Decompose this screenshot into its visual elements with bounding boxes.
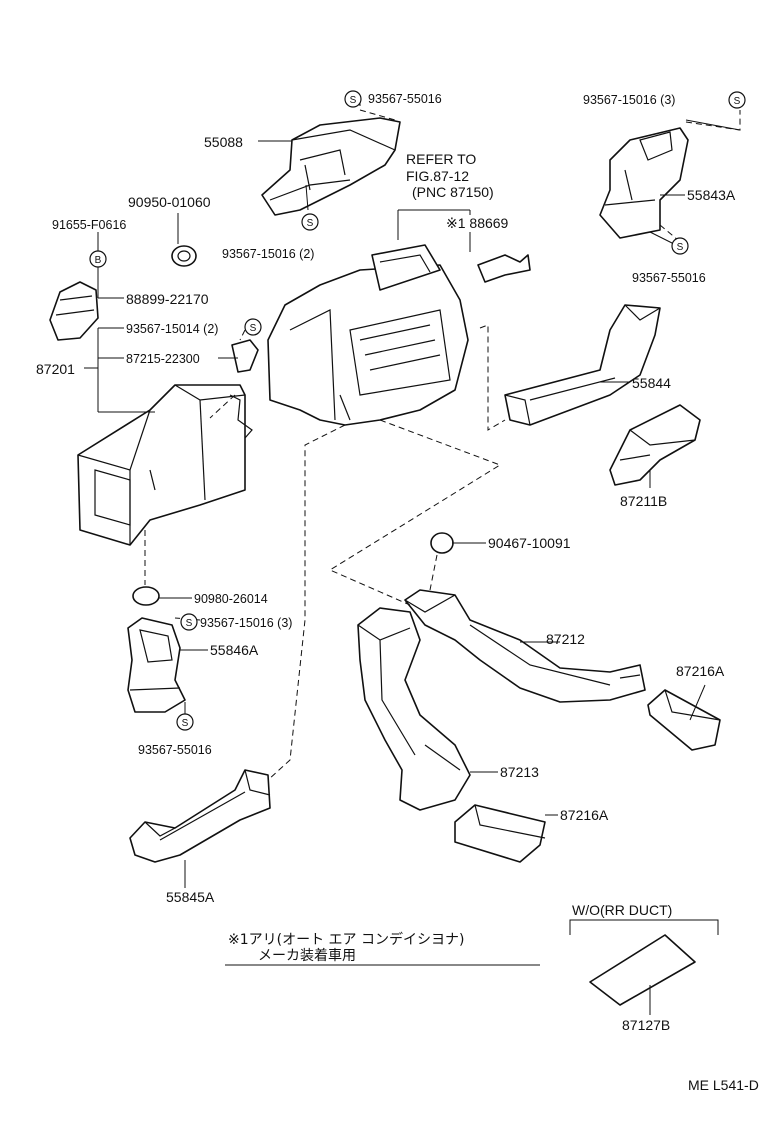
duct-55845A xyxy=(129,769,271,863)
label-91655-F0616: 91655-F0616 xyxy=(52,218,126,232)
svg-text:B: B xyxy=(95,255,102,266)
label-87215-22300: 87215-22300 xyxy=(126,352,200,366)
label-wo-rr-duct: W/O(RR DUCT) xyxy=(572,902,672,918)
label-90980-26014: 90980-26014 xyxy=(194,592,268,606)
label-55088: 55088 xyxy=(204,134,243,150)
label-refer-to: REFER TO xyxy=(406,151,476,167)
b-symbol: B xyxy=(89,250,107,268)
label-93567-15016-2: 93567-15016 (2) xyxy=(222,247,314,261)
label-55844: 55844 xyxy=(632,375,671,391)
label-refer-fig: FIG.87-12 xyxy=(406,168,469,184)
grommet-90950 xyxy=(171,245,197,267)
duct-55846A xyxy=(127,617,186,713)
label-93567-15016-3-tr: 93567-15016 (3) xyxy=(583,93,675,107)
label-93567-15016-3-left: 93567-15016 (3) xyxy=(200,616,292,630)
label-87211B: 87211B xyxy=(620,493,667,509)
s-symbol-6: S xyxy=(180,613,198,631)
label-93567-15014-2: 93567-15014 (2) xyxy=(126,322,218,336)
label-87216A-right: 87216A xyxy=(676,663,725,679)
part-labels: 93567-55016 55088 90950-01060 91655-F061… xyxy=(36,92,759,1093)
label-90950-01060: 90950-01060 xyxy=(128,194,211,210)
duct-55844 xyxy=(504,304,661,426)
s-symbol-7: S xyxy=(176,713,194,731)
svg-text:S: S xyxy=(250,323,257,334)
label-87212: 87212 xyxy=(546,631,585,647)
label-87127B: 87127B xyxy=(622,1017,670,1033)
label-88669: ※1 88669 xyxy=(446,215,509,231)
note-line-1: ※1アリ(オート エア コンデイシヨナ) xyxy=(228,931,464,948)
duct-87213 xyxy=(357,607,471,811)
svg-text:S: S xyxy=(677,242,684,253)
bracket-87215 xyxy=(229,339,259,439)
label-93567-55016-tr: 93567-55016 xyxy=(632,271,706,285)
hose-88669 xyxy=(477,254,531,283)
s-symbol-1: S xyxy=(344,90,362,108)
label-93567-55016-top: 93567-55016 xyxy=(368,92,442,106)
note-line-2: メーカ装着車用 xyxy=(258,947,356,964)
duct-87212 xyxy=(404,589,646,703)
label-93567-55016-left: 93567-55016 xyxy=(138,743,212,757)
duct-87211B xyxy=(609,404,701,486)
svg-text:S: S xyxy=(307,218,314,229)
pad-87127B xyxy=(589,934,696,1006)
label-88899-22170: 88899-22170 xyxy=(126,291,209,307)
cover-88899 xyxy=(49,281,99,341)
label-87216A-bottom: 87216A xyxy=(560,807,609,823)
duct-55843A xyxy=(599,127,689,239)
grommet-90980 xyxy=(132,586,160,606)
cover-87216A-right xyxy=(647,689,721,751)
heater-unit xyxy=(267,244,469,426)
svg-text:S: S xyxy=(182,718,189,729)
cover-87216A-bottom xyxy=(454,804,546,863)
plug-90467 xyxy=(430,532,454,554)
s-symbol-5: S xyxy=(671,237,689,255)
label-90467-10091: 90467-10091 xyxy=(488,535,571,551)
duct-55088 xyxy=(261,117,401,216)
svg-text:S: S xyxy=(350,95,357,106)
svg-text:S: S xyxy=(186,618,193,629)
label-87213: 87213 xyxy=(500,764,539,780)
label-87201: 87201 xyxy=(36,361,75,377)
leader-lines xyxy=(84,119,741,1015)
label-55843A: 55843A xyxy=(687,187,736,203)
s-symbol-4: S xyxy=(728,91,746,109)
svg-text:S: S xyxy=(734,96,741,107)
s-symbol-3: S xyxy=(244,318,262,336)
s-symbol-2: S xyxy=(301,213,319,231)
label-55845A: 55845A xyxy=(166,889,215,905)
diagram-code: ME L541-D xyxy=(688,1077,759,1093)
blower-87201 xyxy=(77,384,246,546)
label-refer-pnc: (PNC 87150) xyxy=(412,184,494,200)
label-55846A: 55846A xyxy=(210,642,259,658)
